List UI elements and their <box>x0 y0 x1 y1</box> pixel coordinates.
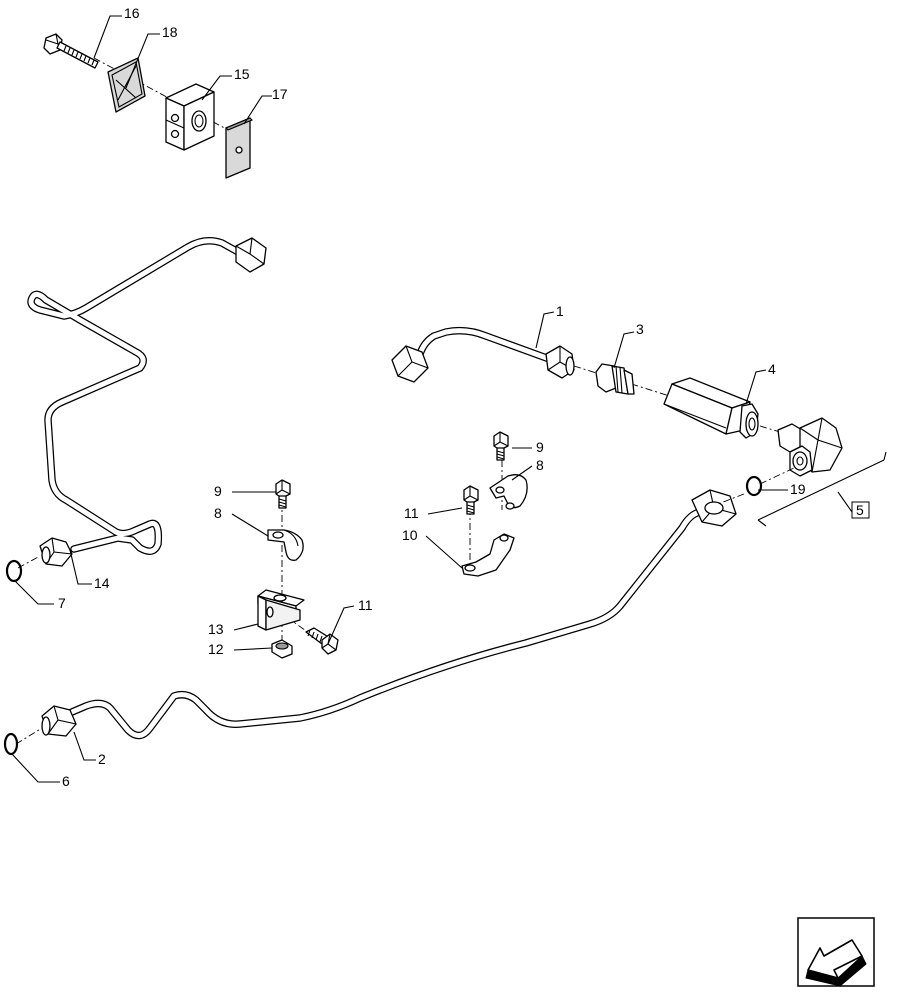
bolt-11-lower[interactable] <box>305 627 339 655</box>
callout-5-box <box>851 501 870 519</box>
next-page-arrow-icon[interactable] <box>797 917 875 987</box>
callout-9-right: 9 <box>536 439 544 455</box>
plate-17[interactable] <box>225 117 253 179</box>
callout-15: 15 <box>234 66 250 82</box>
callout-10: 10 <box>402 527 418 543</box>
pipe-2-right-nut <box>691 489 737 527</box>
callout-18: 18 <box>162 24 178 40</box>
callout-11-upper: 11 <box>404 505 419 521</box>
pipe-14[interactable] <box>27 237 267 567</box>
pipe-1[interactable] <box>391 326 575 383</box>
bolt-9-right[interactable] <box>493 431 509 461</box>
clip-assembly-left <box>257 479 339 660</box>
plate-18[interactable] <box>107 57 146 113</box>
callout-14: 14 <box>94 575 110 591</box>
o-ring-6[interactable] <box>3 732 19 756</box>
callout-2: 2 <box>98 751 106 767</box>
clip-8-right[interactable] <box>489 474 528 510</box>
callout-8-left: 8 <box>214 505 222 521</box>
callout-3: 3 <box>636 321 644 337</box>
callout-4: 4 <box>768 361 776 377</box>
pipe-2[interactable] <box>41 489 737 740</box>
pipe-1-left-nut <box>391 345 429 383</box>
o-ring-7[interactable] <box>5 559 23 583</box>
assembly-bracket <box>757 451 887 527</box>
fitting-3[interactable] <box>595 363 635 395</box>
pipe-2-left-nut <box>41 705 77 737</box>
callout-12: 12 <box>208 641 224 657</box>
callout-17: 17 <box>272 86 288 102</box>
nut-12[interactable] <box>271 639 293 659</box>
bolt-11-upper[interactable] <box>463 485 479 515</box>
pipe-14-bottom-nut <box>39 537 73 567</box>
callout-6: 6 <box>62 773 70 789</box>
callout-labels: 16 18 15 17 1 3 4 19 5 9 8 11 10 9 8 13 … <box>58 5 870 789</box>
callout-9-left: 9 <box>214 483 222 499</box>
clip-assembly-right <box>461 431 528 577</box>
o-ring-19[interactable] <box>745 475 763 497</box>
callout-7: 7 <box>58 595 66 611</box>
callout-19: 19 <box>790 481 806 497</box>
clip-8-left[interactable] <box>267 529 304 561</box>
valve-4[interactable] <box>663 377 759 439</box>
callout-16: 16 <box>124 5 140 21</box>
leader-lines <box>11 15 853 783</box>
callout-11-lower: 11 <box>358 597 373 613</box>
clamp-block-15[interactable] <box>165 83 215 151</box>
bracket-13[interactable] <box>257 589 305 631</box>
callout-5[interactable]: 5 <box>856 502 864 518</box>
callout-13: 13 <box>208 621 224 637</box>
callout-8-right: 8 <box>536 457 544 473</box>
bolt-16[interactable] <box>43 33 99 69</box>
pipe-1-right-nut <box>545 345 575 379</box>
callout-1: 1 <box>556 303 564 319</box>
elbow-fitting[interactable] <box>777 417 843 477</box>
clamp-assembly <box>43 33 253 179</box>
bracket-10[interactable] <box>461 533 515 577</box>
pipe-14-top-nut <box>235 237 267 273</box>
bolt-9-left[interactable] <box>275 479 291 509</box>
